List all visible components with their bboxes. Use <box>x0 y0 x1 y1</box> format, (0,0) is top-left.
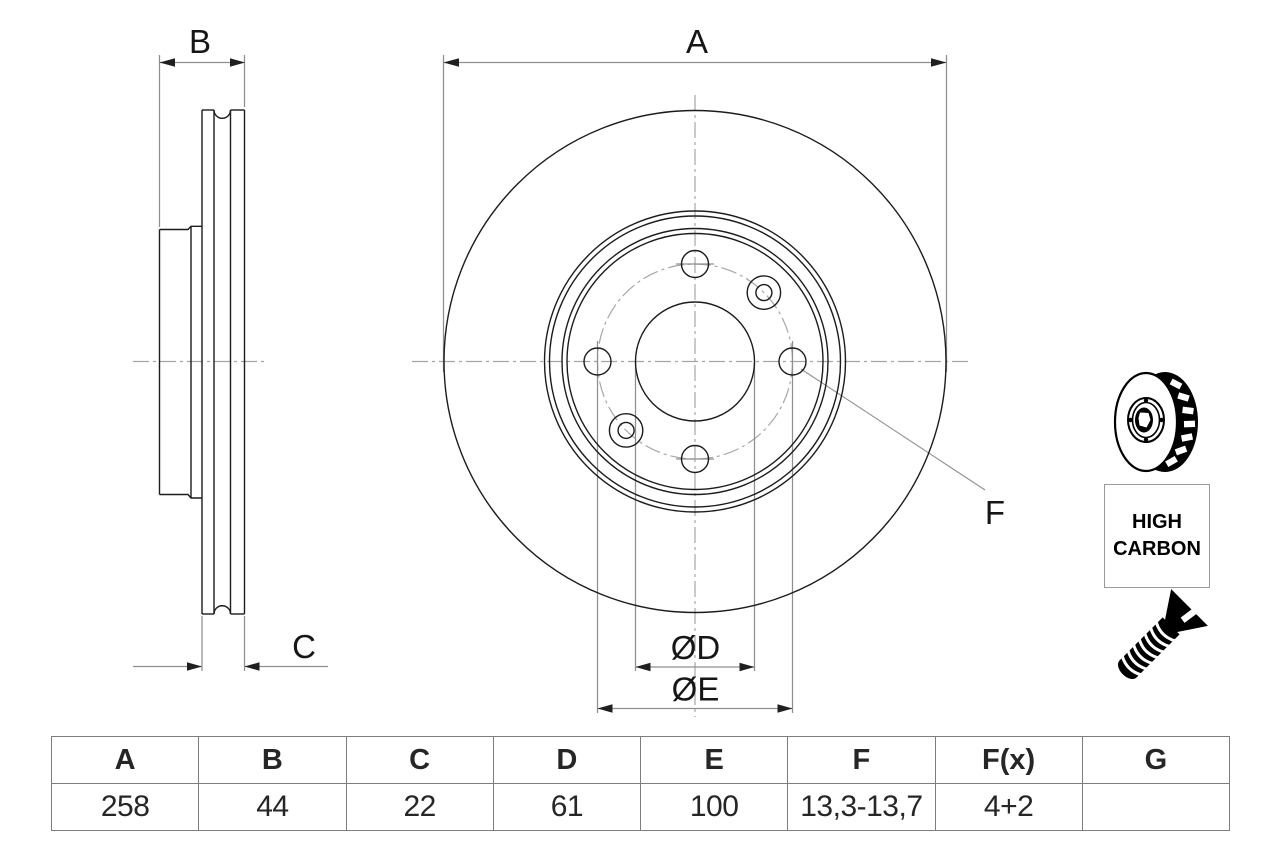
screw-hole <box>608 412 644 448</box>
front-view <box>443 109 947 614</box>
countersunk-screw-icon <box>1118 589 1208 679</box>
centerlines <box>133 95 972 717</box>
bolt-hole <box>680 249 710 279</box>
vent-slots <box>1165 378 1196 468</box>
spec-table: A B C D E F F(x) G 258 44 22 61 100 13,3… <box>50 736 1231 831</box>
vented-disc-icon <box>1113 371 1198 473</box>
bolt-hole <box>583 347 612 376</box>
screw-hole <box>746 275 782 310</box>
spec-value-b: 44 <box>198 783 347 831</box>
spec-header-d: D <box>492 736 642 784</box>
spec-header-a: A <box>50 736 200 784</box>
spec-header-c: C <box>345 736 494 784</box>
screw-threads <box>1120 621 1176 677</box>
dimension-lines <box>133 61 986 710</box>
bolt-hole <box>778 347 807 376</box>
label-d: ØD <box>671 629 721 666</box>
center-bore-circle <box>634 301 756 422</box>
spec-header-e: E <box>639 736 789 784</box>
side-view <box>158 109 246 615</box>
spec-value-c: 22 <box>345 783 494 831</box>
spec-value-d: 61 <box>492 783 642 831</box>
spec-value-a: 258 <box>50 783 200 831</box>
dimension-arrowheads <box>159 58 947 713</box>
spec-header-fx: F(x) <box>934 736 1083 784</box>
spec-value-e: 100 <box>639 783 789 831</box>
badge-line-1: HIGH <box>1132 511 1182 533</box>
label-b: B <box>189 23 211 60</box>
high-carbon-badge: HIGH CARBON <box>1104 484 1210 588</box>
spec-value-f: 13,3-13,7 <box>787 783 936 831</box>
spec-header-row: A B C D E F F(x) G <box>50 736 1231 784</box>
spec-value-g <box>1081 783 1231 831</box>
bolt-hole <box>680 444 710 474</box>
badge-line-2: CARBON <box>1113 538 1201 560</box>
extension-lines <box>158 55 948 713</box>
leader-line-f <box>800 368 986 491</box>
spec-header-f: F <box>787 736 936 784</box>
spec-value-row: 258 44 22 61 100 13,3-13,7 4+2 <box>50 783 1231 831</box>
outer-diameter-circle <box>443 109 947 614</box>
label-a: A <box>686 23 708 60</box>
spec-value-fx: 4+2 <box>934 783 1083 831</box>
hub-bolt-holes <box>1128 398 1164 442</box>
spec-header-g: G <box>1081 736 1231 784</box>
label-c: C <box>292 628 316 665</box>
dimension-labels: A B C ØD ØE F <box>189 23 1005 708</box>
label-e: ØE <box>672 671 720 708</box>
spec-header-b: B <box>198 736 347 784</box>
label-f: F <box>985 494 1005 531</box>
